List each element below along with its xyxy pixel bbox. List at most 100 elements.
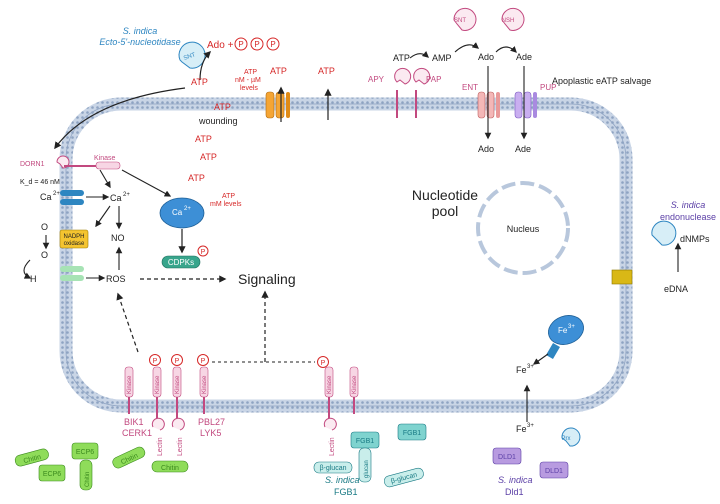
si-endo-name: endonuclease [660,212,716,222]
chitin-label-4: Chitin [161,465,179,472]
lectin-label-3: Lectin [329,437,336,456]
wounding-label: wounding [198,116,238,126]
ade-in-label: Ade [515,144,531,154]
nadph-label-1: NADPH [63,234,84,240]
atp-inside-2: ATP [200,152,217,162]
iron-sensor-icon [546,315,584,360]
fe-sensor-sup: 3+ [568,324,575,330]
membrane-channel-right-icon [611,269,633,285]
nucleotide-pool-label: Nucleotide [412,187,478,203]
nucleotide-pool-label-2: pool [432,203,458,219]
kinase-label-4: Kinase [202,375,208,394]
lyk5-label: LYK5 [200,428,221,438]
cdpks-label: CDPKs [168,258,194,267]
dorn1-label: DORN1 [20,161,45,168]
receptor-to-ros-arrow [116,292,139,353]
snt-label: SNT [183,52,197,62]
kd-label: K_d = 46 nM [20,179,60,186]
apy-label: APY [368,75,385,84]
beta-glucan-label-1: β-glucan [320,465,347,472]
bik1-label: BIK1 [124,417,144,427]
phosphate-icons [234,37,280,51]
phosphate-label-3: P [270,40,275,49]
ca-out-sup: 2+ [53,191,60,197]
snt-enzyme-right-icon [453,7,477,31]
phospho-label-3: P [201,358,206,365]
pap-enzyme-icon [413,67,431,118]
phospho-markers [149,354,329,368]
kinase-label-5: Kinase [327,375,333,394]
fgb1-box-2 [397,423,427,441]
peroxide-channel-icon [60,266,84,281]
atp-membrane-1: ATP [214,102,231,112]
atp-mm-1: ATP [222,193,235,200]
chitin-label-1: Chitin [23,454,42,465]
beta-glucan-pill-2 [383,467,424,488]
kinase-receptor-5 [324,366,334,424]
amp-to-ado-arrow [454,42,480,53]
fe-out-label: Fe [516,424,527,434]
ca-to-nadph-arrow [95,205,111,228]
prx-enzyme-icon [561,427,581,447]
snt-right-label: SNT [454,18,466,24]
ent-transporter-icon [477,91,500,119]
atp-top-1: ATP [270,66,287,76]
phosphate-label-2: P [254,40,259,49]
atp-mm-2: mM levels [210,201,242,208]
endonuclease-icon [651,220,677,246]
si-fgb1-name: FGB1 [334,487,358,497]
si-dld1-name: Dld1 [505,487,524,497]
glucan-label: glucan [364,460,370,478]
chitin-pill-1 [14,448,49,467]
atp-inside-1: ATP [195,134,212,144]
amp-label: AMP [432,53,452,63]
chitin-pill-2 [79,459,93,491]
beta-glucan-pill-1 [313,461,353,474]
ca-sensor-label: Ca [172,208,183,217]
lectin-label-2: Lectin [177,437,184,456]
phosphate-label-1: P [238,40,243,49]
cerk1-label: CERK1 [122,428,152,438]
edna-label: eDNA [664,284,688,294]
nsh-enzyme-icon [501,7,525,31]
ado-plus-label: Ado + [207,40,234,51]
atp-channel-icon [265,91,290,119]
ca-sensor-sup: 2+ [184,206,191,212]
ecp6-box-1 [38,464,66,482]
fe-in-label: Fe [516,365,527,375]
salvage-label: Apoplastic eATP salvage [552,76,651,86]
chitin-pill-3 [112,446,146,469]
ca-out-label: Ca [40,192,52,202]
prx-label: Prx [562,436,571,442]
lectin-label-1: Lectin [157,437,164,456]
atp-to-amp-arrow [409,51,429,59]
lectin-receptors [151,417,337,431]
ade-label: Ade [516,52,532,62]
o2-to-h2o2-arrow [23,259,32,279]
kinase-label-3: Kinase [175,375,181,394]
nadph-label-2: oxidase [64,241,85,247]
chitin-pill-4 [151,460,189,473]
no-label: NO [111,233,125,243]
chitin-label-2: Chitin [85,472,91,487]
plasma-membrane [59,97,633,413]
cdpk-phosphate-icon [197,245,209,257]
si-organism-label: S. indica [123,26,158,36]
kinase-receptor-4 [199,366,209,414]
fe-in-sup: 3+ [527,364,534,370]
si-fgb1-organism: S. indica [325,475,360,485]
kinase-label-1: Kinase [127,375,133,394]
ca-in-sup: 2+ [123,192,130,198]
atp-inside-3: ATP [188,173,205,183]
calcium-channel-icon [60,190,84,205]
nucleus [476,181,570,275]
fgb1-label-1: FGB1 [356,438,374,445]
o2-mid-label: O [41,250,48,260]
ecto-nucleotidase-label: Ecto-5'-nucleotidase [99,37,180,47]
nsh-label: NSH [502,18,515,24]
cdpk-phosphate-label: P [201,249,206,256]
h2o2-label: H [30,274,37,284]
ecp6-box-2 [71,442,99,460]
ros-label: ROS [106,274,126,284]
